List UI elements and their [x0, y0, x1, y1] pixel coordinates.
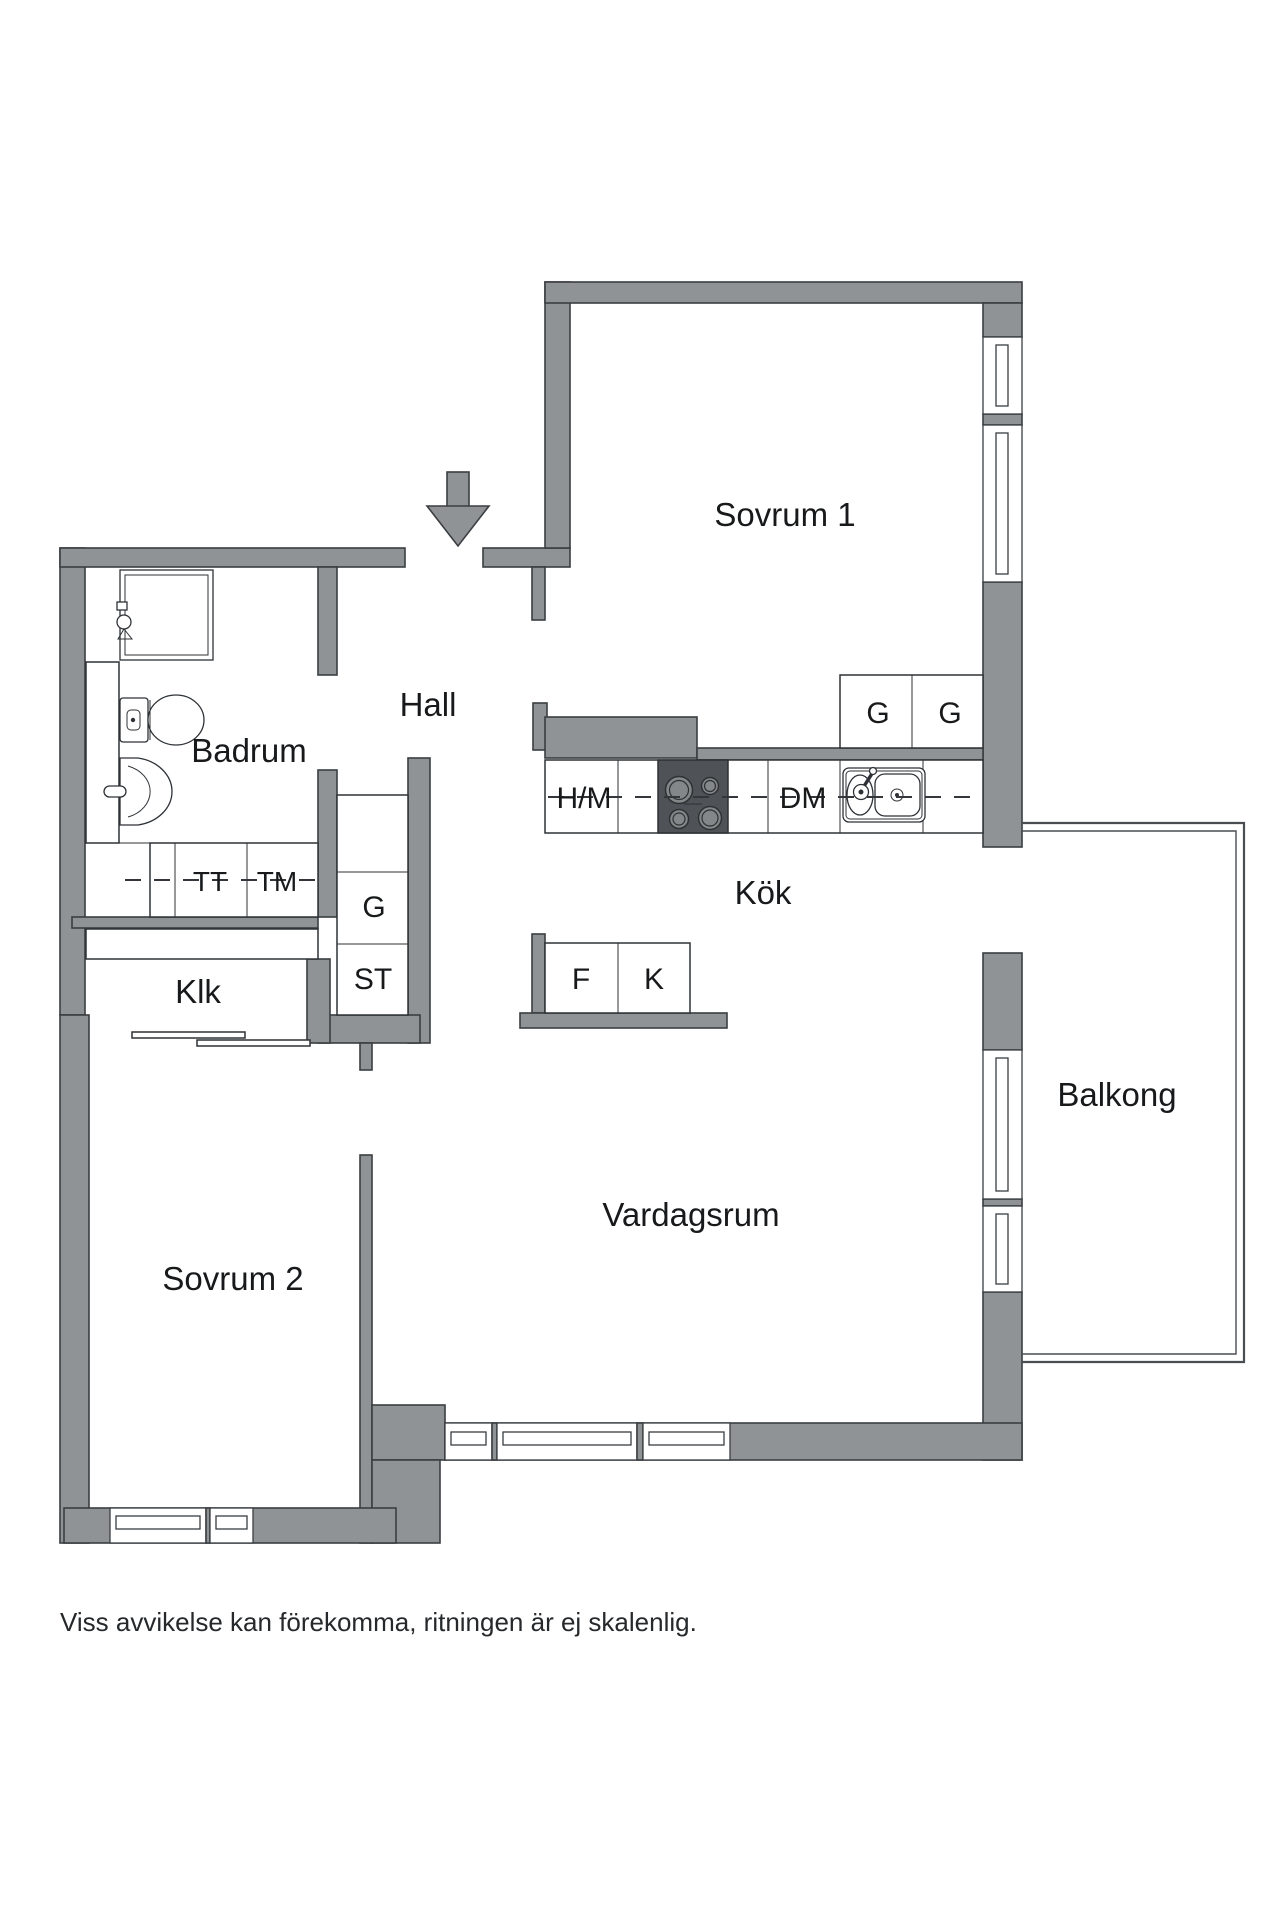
burner-ring — [703, 779, 717, 793]
window-glass — [648, 1431, 725, 1446]
burner-ring — [701, 809, 719, 827]
label-kitchen-cabinet-2: G — [938, 697, 961, 730]
wall — [519, 1012, 728, 1029]
window-glass — [502, 1431, 632, 1446]
sink-drain — [890, 788, 904, 802]
wall — [982, 302, 1023, 338]
shower-tray — [119, 569, 214, 661]
room-label-balkong: Balkong — [1057, 1076, 1176, 1113]
windows — [109, 336, 1023, 1544]
toilet-flush — [130, 717, 136, 723]
wall — [317, 1014, 421, 1044]
entrance-arrow-stem — [446, 471, 470, 509]
room-label-hall: Hall — [400, 686, 457, 723]
room-label-kok: Kök — [735, 874, 792, 911]
wall — [59, 547, 86, 1016]
sink-basin — [119, 757, 173, 826]
shaft — [85, 661, 120, 844]
window-pier — [636, 1422, 644, 1461]
wall — [982, 952, 1023, 1051]
room-label-klk: Klk — [175, 973, 221, 1010]
label-hm: H/M — [557, 782, 612, 815]
label-st: ST — [354, 963, 392, 996]
faucet-head — [868, 766, 878, 776]
sink-outline-inner — [845, 770, 923, 820]
label-kitchen-cabinet-1: G — [866, 697, 889, 730]
window-glass — [995, 1213, 1009, 1285]
wall — [359, 1042, 373, 1071]
bathroom-sink-icon — [103, 757, 173, 826]
sliding-door — [131, 1031, 246, 1039]
toilet-button — [126, 709, 141, 731]
window-glass — [215, 1515, 248, 1530]
wall — [531, 566, 546, 621]
wall — [544, 281, 1023, 304]
burner — [668, 808, 690, 830]
wall — [371, 1404, 446, 1461]
wall — [407, 757, 431, 1044]
disclaimer-text: Viss avvikelse kan förekomma, ritningen … — [60, 1607, 697, 1637]
wall — [531, 933, 546, 1014]
faucet-dot — [858, 789, 864, 795]
wall — [59, 1014, 90, 1544]
bathroom-fixtures — [103, 569, 214, 826]
kitchen-fixtures — [657, 759, 926, 834]
window-pier — [491, 1422, 498, 1461]
wall — [59, 547, 406, 568]
wall — [71, 916, 319, 929]
entrance-arrow-icon — [425, 471, 491, 548]
label-tm: TM — [257, 866, 297, 897]
kitchen-sink-icon — [842, 766, 926, 823]
wall — [982, 1198, 1023, 1207]
counter-dashes — [125, 796, 983, 881]
balcony-railing — [1022, 821, 1246, 1364]
room-label-sovrum1: Sovrum 1 — [714, 496, 855, 533]
wall — [482, 547, 571, 568]
shower-hose — [117, 628, 134, 640]
label-f: F — [572, 963, 590, 996]
wall — [359, 1154, 373, 1544]
room-labels: Sovrum 1 Hall Badrum Kök Klk Sovrum 2 Va… — [162, 496, 1176, 1297]
sliding-door — [196, 1039, 311, 1047]
room-label-sovrum2: Sovrum 2 — [162, 1260, 303, 1297]
entrance-arrow-head — [425, 505, 491, 548]
room-label-badrum: Badrum — [191, 732, 307, 769]
label-dm: DM — [780, 782, 827, 815]
wall — [982, 413, 1023, 426]
toilet-bowl — [147, 694, 205, 746]
closet-column — [336, 794, 409, 1016]
sink-basin-inner — [127, 765, 151, 818]
wall — [696, 747, 984, 761]
wall — [544, 281, 571, 549]
shower-head — [116, 614, 132, 630]
klk-wardrobe — [85, 928, 319, 960]
wall — [306, 958, 331, 1044]
balcony-railing-inner — [1022, 830, 1237, 1355]
shower-valve — [116, 601, 128, 611]
balcony-outline — [1022, 821, 1246, 1364]
wall — [982, 581, 1023, 848]
label-k: K — [644, 963, 664, 996]
window-glass — [995, 344, 1009, 407]
burner-ring — [668, 779, 690, 801]
window-glass — [450, 1431, 487, 1446]
label-hall-cabinet: G — [362, 891, 385, 924]
label-tt: TT — [193, 866, 227, 897]
burner-ring — [672, 812, 686, 826]
shower-icon — [116, 569, 214, 661]
fixture-labels: H/M DM G G TT TM G ST F K — [193, 697, 962, 996]
window-glass — [115, 1515, 201, 1530]
window-glass — [995, 1057, 1009, 1192]
sink-tap — [103, 785, 127, 798]
wall — [317, 566, 338, 676]
wall — [544, 716, 698, 759]
laundry-units — [149, 842, 319, 918]
wall — [317, 769, 338, 918]
room-label-vardagsrum: Vardagsrum — [602, 1196, 779, 1233]
window-glass — [995, 432, 1009, 575]
toilet-icon — [119, 694, 205, 746]
